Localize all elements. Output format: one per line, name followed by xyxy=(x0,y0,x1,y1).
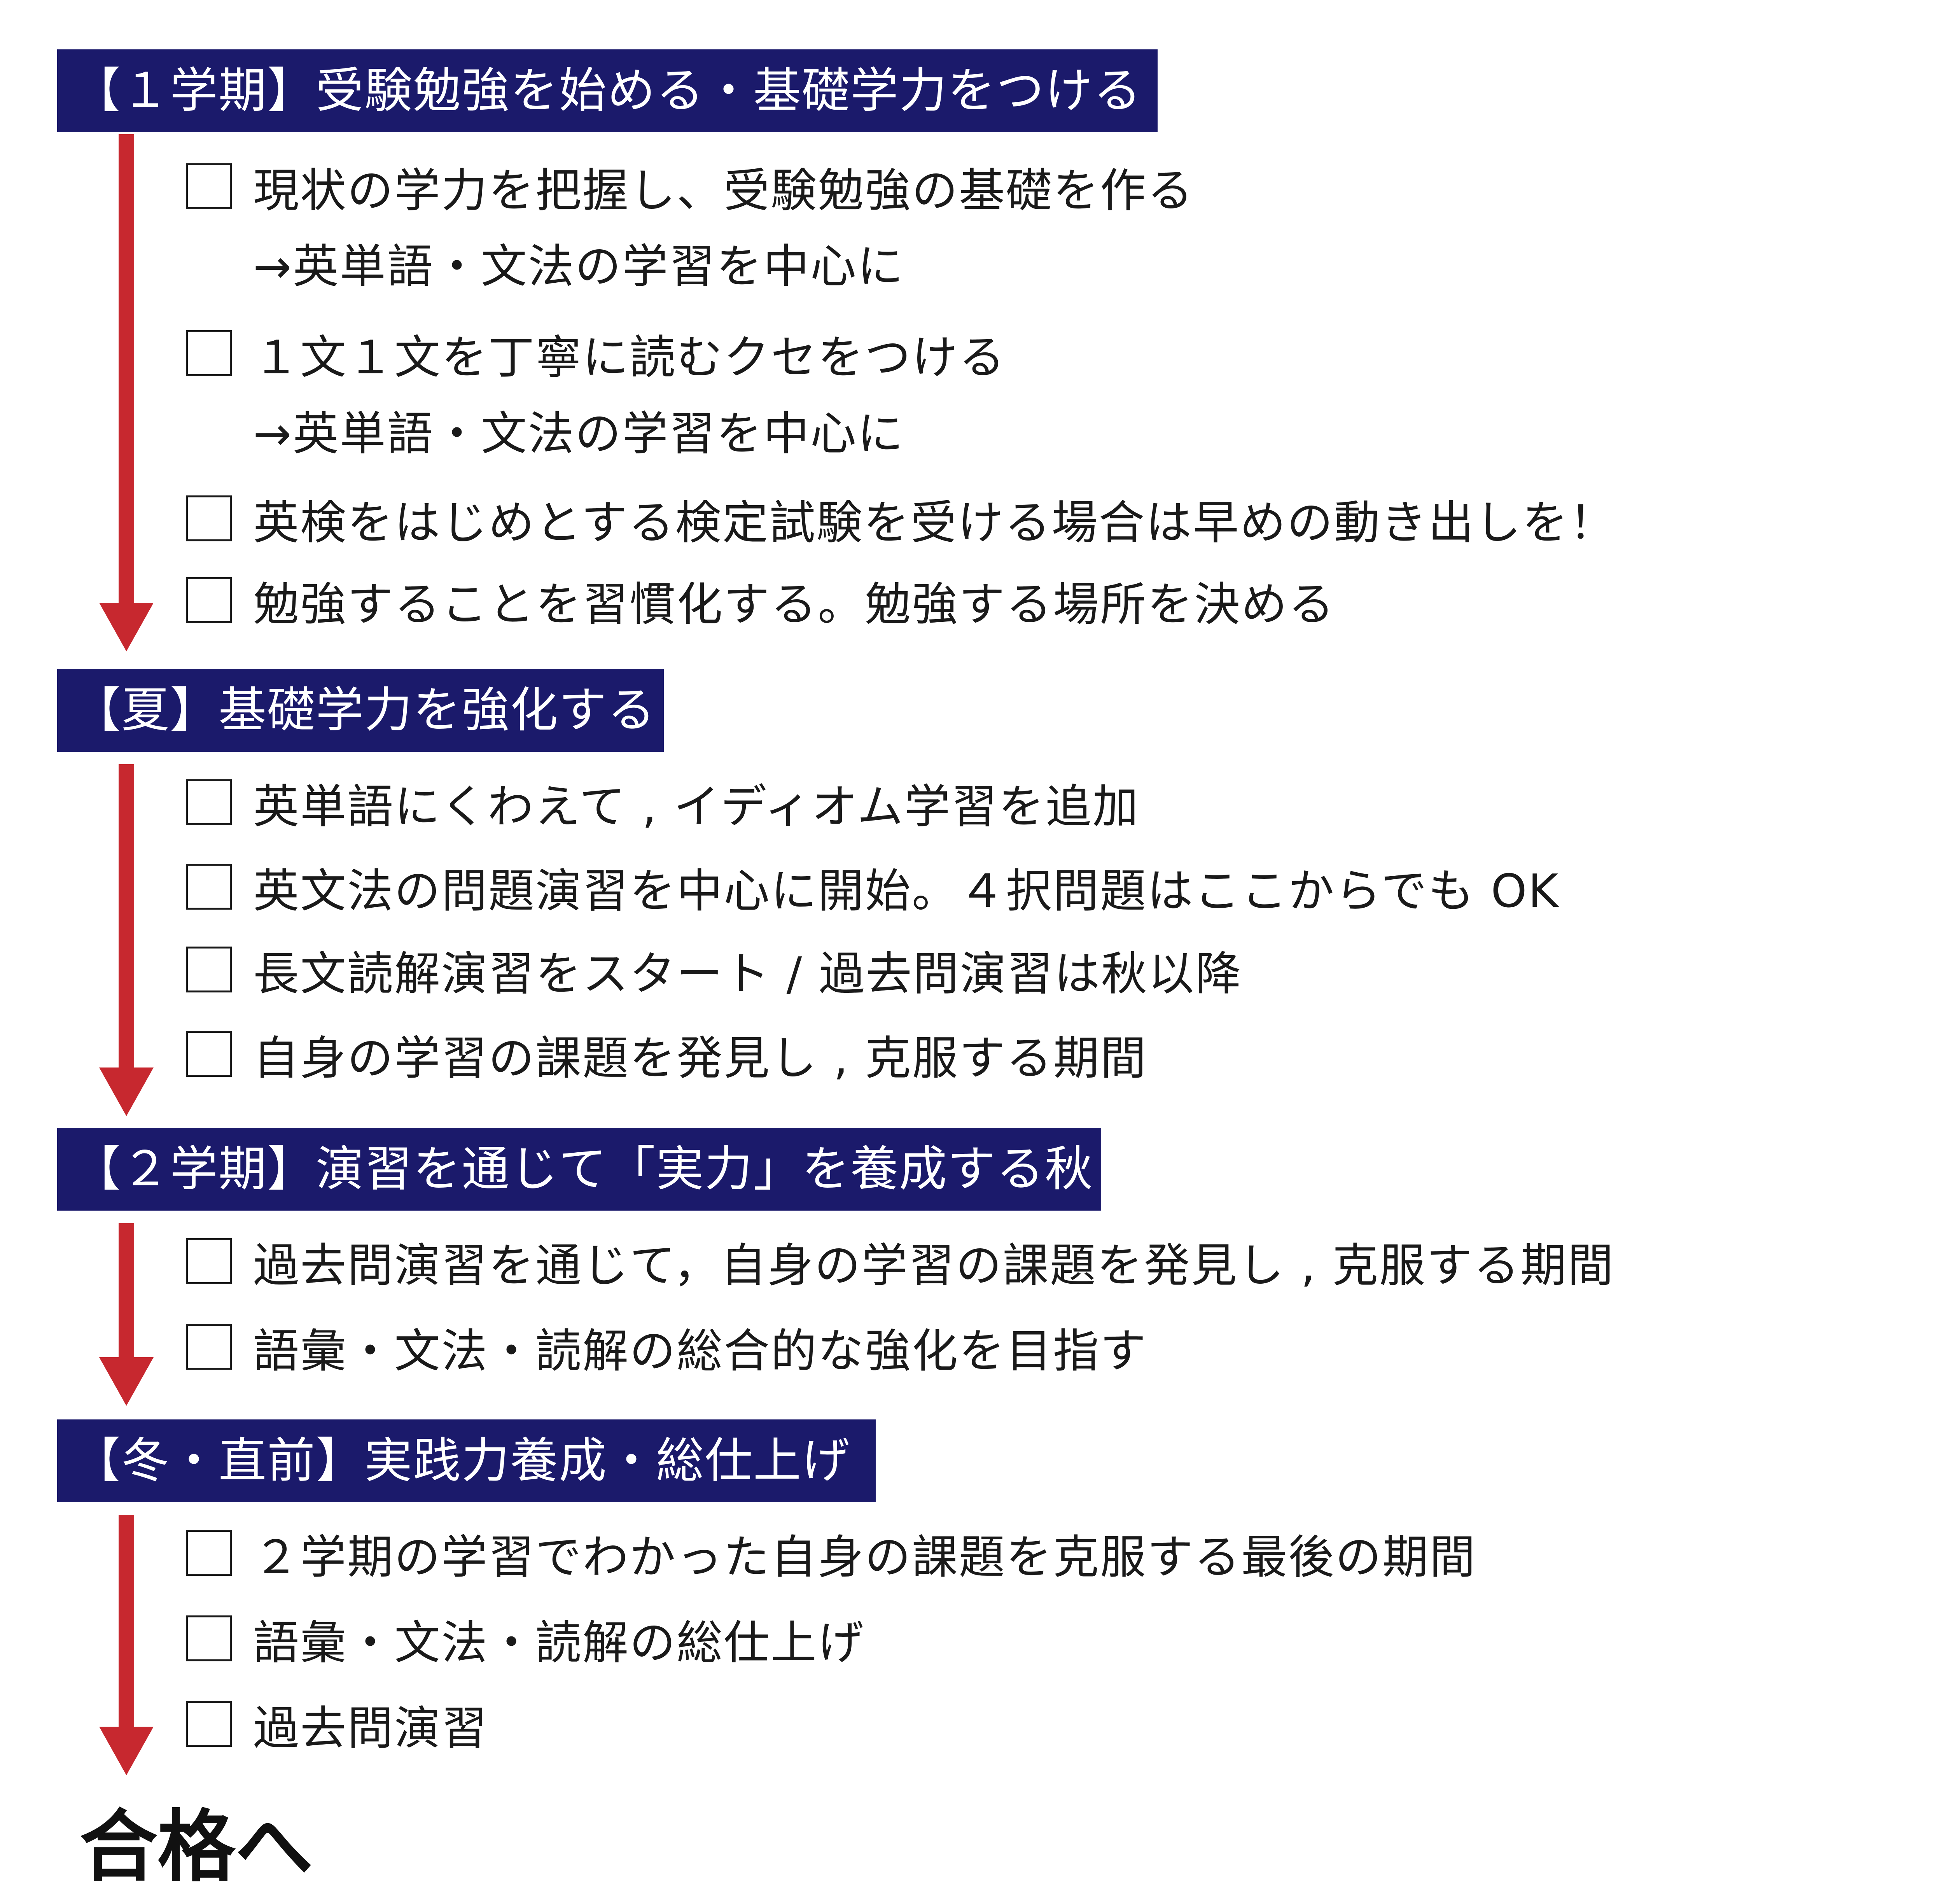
arrow-shaft xyxy=(119,1223,134,1361)
checklist-item[interactable]: 語彙・文法・読解の総合的な強化を目指す xyxy=(186,1321,1147,1378)
checklist-item[interactable]: 自身の学習の課題を発見し , 克服する期間 xyxy=(186,1029,1147,1085)
item-text: 語彙・文法・読解の総仕上げ xyxy=(253,1615,865,1670)
checkbox[interactable] xyxy=(186,577,232,623)
arrow-head xyxy=(99,1727,154,1775)
checkbox[interactable] xyxy=(186,779,232,825)
arrow-shaft xyxy=(119,134,134,607)
checkbox[interactable] xyxy=(186,1615,232,1661)
arrow-shaft xyxy=(119,1515,134,1731)
phase-4-header: 【冬・直前】実践力養成・総仕上げ xyxy=(57,1419,876,1502)
item-text: 自身の学習の課題を発見し , 克服する期間 xyxy=(253,1031,1147,1085)
item-text: 過去問演習を通じて，自身の学習の課題を発見し , 克服する期間 xyxy=(253,1238,1615,1292)
arrow-head xyxy=(99,603,154,651)
checkbox[interactable] xyxy=(186,947,232,992)
phase-3-arrow xyxy=(99,1223,154,1408)
checklist-item[interactable]: ２学期の学習でわかった自身の課題を克服する最後の期間 xyxy=(186,1528,1476,1584)
item-text: 英単語にくわえて , イディオム学習を追加 xyxy=(253,779,1140,833)
item-text: 長文読解演習をスタート / 過去問演習は秋以降 xyxy=(253,947,1242,1001)
phase-2-header: 【夏】基礎学力を強化する xyxy=(57,669,664,752)
item-text: 英検をはじめとする検定試験を受ける場合は早めの動き出しを！ xyxy=(253,495,1616,550)
item-text: 英文法の問題演習を中心に開始。４択問題はここからでも OK xyxy=(253,864,1560,918)
checklist-item[interactable]: 英検をはじめとする検定試験を受ける場合は早めの動き出しを！ xyxy=(186,493,1616,550)
arrow-head xyxy=(99,1357,154,1406)
arrow-head xyxy=(99,1068,154,1116)
item-note: →英単語・文法の学習を中心に xyxy=(253,407,904,460)
item-text: 勉強することを習慣化する。勉強する場所を決める xyxy=(253,577,1336,631)
phase-3-header: 【２学期】演習を通じて「実力」を養成する秋 xyxy=(57,1128,1101,1211)
checklist-item[interactable]: 語彙・文法・読解の総仕上げ xyxy=(186,1613,865,1670)
phase-2-arrow xyxy=(99,764,154,1116)
checkbox[interactable] xyxy=(186,864,232,910)
checklist-item[interactable]: １文１文を丁寧に読むクセをつける xyxy=(186,328,1006,384)
checkbox[interactable] xyxy=(186,495,232,541)
checklist-item[interactable]: 英文法の問題演習を中心に開始。４択問題はここからでも OK xyxy=(186,861,1559,918)
arrow-shaft xyxy=(119,764,134,1071)
item-text: １文１文を丁寧に読むクセをつける xyxy=(253,330,1006,384)
item-text: ２学期の学習でわかった自身の課題を克服する最後の期間 xyxy=(253,1530,1477,1584)
checkbox[interactable] xyxy=(186,330,232,376)
phase-4-arrow xyxy=(99,1515,154,1775)
checklist-item[interactable]: 英単語にくわえて , イディオム学習を追加 xyxy=(186,777,1139,833)
phase-1-header: 【１学期】受験勉強を始める・基礎学力をつける xyxy=(57,49,1158,132)
item-note: →英単語・文法の学習を中心に xyxy=(253,240,904,293)
phase-1-arrow xyxy=(99,134,154,651)
checklist-item[interactable]: 過去問演習 xyxy=(186,1699,488,1755)
checklist-item[interactable]: 勉強することを習慣化する。勉強する場所を決める xyxy=(186,575,1335,631)
checkbox[interactable] xyxy=(186,1324,232,1370)
checkbox[interactable] xyxy=(186,1031,232,1077)
checklist-item[interactable]: 現状の学力を把握し、受験勉強の基礎を作る xyxy=(186,161,1194,217)
checklist-item[interactable]: 長文読解演習をスタート / 過去問演習は秋以降 xyxy=(186,944,1242,1001)
checkbox[interactable] xyxy=(186,1530,232,1576)
checkbox[interactable] xyxy=(186,163,232,209)
goal-text: 合格へ xyxy=(80,1802,313,1892)
item-text: 過去問演習 xyxy=(253,1701,489,1755)
checkbox[interactable] xyxy=(186,1238,232,1284)
checklist-item[interactable]: 過去問演習を通じて，自身の学習の課題を発見し , 克服する期間 xyxy=(186,1236,1614,1292)
item-text: 語彙・文法・読解の総合的な強化を目指す xyxy=(253,1324,1147,1378)
item-text: 現状の学力を把握し、受験勉強の基礎を作る xyxy=(253,163,1195,217)
checkbox[interactable] xyxy=(186,1701,232,1747)
